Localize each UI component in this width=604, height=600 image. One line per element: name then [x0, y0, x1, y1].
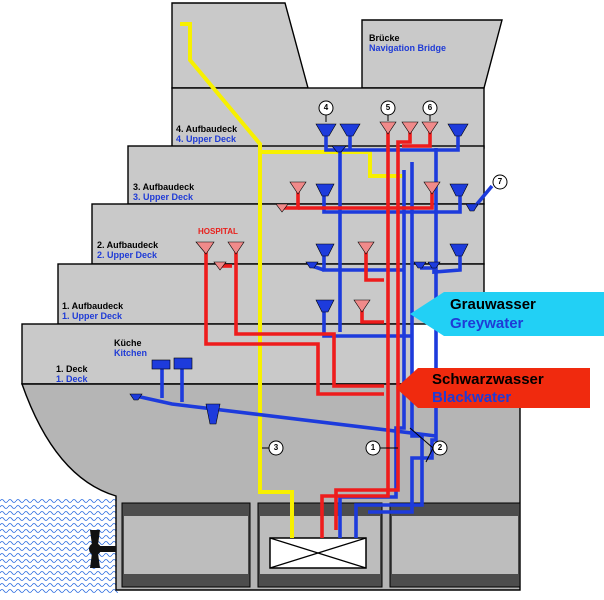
callout-greywater-shape [410, 292, 604, 336]
greywater-pipes [135, 130, 494, 538]
superstructure [21, 2, 503, 385]
deck2-label-en: 2. Upper Deck [97, 250, 158, 260]
number-1-label: 1 [370, 443, 376, 452]
blackwater-label-de: Schwarzwasser [432, 371, 544, 388]
number-circles [268, 100, 508, 456]
deck1-label-en: 1. Deck [56, 374, 88, 384]
kitchen-label-de: Küche [114, 338, 142, 348]
bridge-label-en: Navigation Bridge [369, 43, 447, 53]
number-7-label: 7 [497, 177, 503, 186]
deck3-label-en: 3. Upper Deck [133, 192, 194, 202]
treatment-unit [269, 537, 367, 569]
deck4-label-de: 4. Aufbaudeck [176, 124, 238, 134]
callout-blackwater-shape [396, 368, 590, 408]
propeller-icon [89, 530, 116, 568]
deck1upper-label-en: 1. Upper Deck [62, 311, 123, 321]
bridge-label-de: Brücke [369, 33, 400, 43]
deck1-label-de: 1. Deck [56, 364, 88, 374]
number-4-label: 4 [323, 103, 329, 112]
deck-2-block [91, 203, 485, 265]
deck4-label-en: 4. Upper Deck [176, 134, 237, 144]
greywater-fixtures [129, 123, 479, 425]
vent-pipe [180, 22, 294, 538]
number-6-label: 6 [427, 103, 433, 112]
kitchen-label-en: Kitchen [114, 348, 148, 358]
number-5-label: 5 [385, 103, 391, 112]
deck-1-block [21, 323, 413, 385]
greywater-label-en: Greywater [450, 315, 524, 332]
deck1upper-label-de: 1. Aufbaudeck [62, 301, 124, 311]
number-2-label: 2 [437, 443, 443, 452]
hospital-label: HOSPITAL [198, 227, 238, 236]
blackwater-fixtures [195, 121, 441, 313]
deck2-label-de: 2. Aufbaudeck [97, 240, 159, 250]
number-3-label: 3 [273, 443, 279, 452]
bridge-wheelhouse [361, 19, 503, 89]
blackwater-pipes [204, 130, 434, 538]
bridge-deck [171, 2, 309, 89]
blackwater-label-en: Blackwater [432, 389, 512, 406]
deck3-label-de: 3. Aufbaudeck [133, 182, 195, 192]
deck-3-block [127, 145, 485, 205]
greywater-label-de: Grauwasser [450, 296, 536, 313]
